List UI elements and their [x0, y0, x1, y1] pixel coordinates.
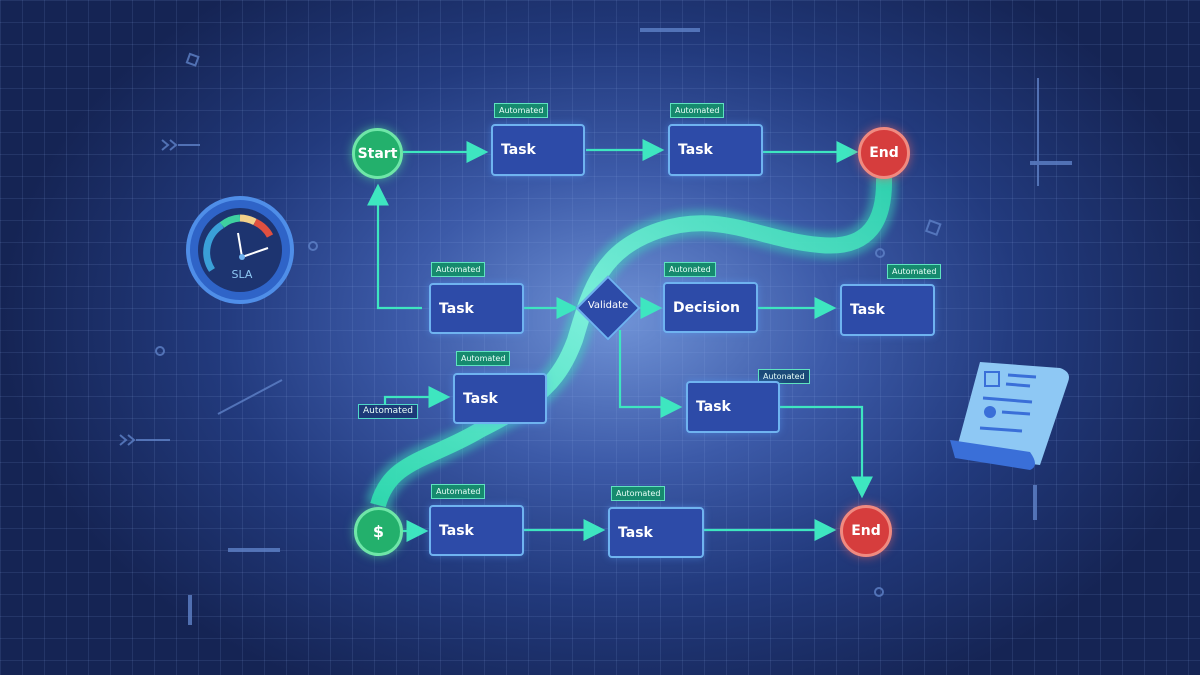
automated-tag: Automated — [494, 103, 549, 118]
decorations — [119, 28, 1072, 625]
task-node[interactable]: Task — [668, 124, 763, 176]
automated-tag: Automated — [431, 262, 486, 277]
task-node[interactable]: Task — [453, 373, 547, 424]
automated-tag: Automated — [670, 103, 725, 118]
end-node-bottom[interactable]: End — [840, 505, 892, 557]
automated-tag: Autonated — [758, 369, 810, 384]
task-node[interactable]: Task — [608, 507, 704, 558]
decision-node[interactable]: Decision — [663, 282, 758, 333]
automated-input-tag: Automated — [358, 404, 418, 419]
automated-tag: Autonated — [664, 262, 716, 277]
arrow — [780, 405, 873, 499]
task-node[interactable]: Task — [491, 124, 585, 176]
sla-label: SLA — [231, 268, 253, 281]
start-node[interactable]: Start — [352, 128, 403, 179]
task-node[interactable]: Task — [429, 505, 524, 556]
payment-start-node[interactable]: $ — [354, 507, 403, 556]
automated-tag: Automated — [456, 351, 511, 366]
end-node-top[interactable]: End — [858, 127, 910, 179]
arrow — [383, 386, 451, 408]
task-node[interactable]: Task — [686, 381, 780, 433]
automated-tag: Automated — [611, 486, 666, 501]
arrow — [367, 183, 422, 310]
data-ribbon — [365, 177, 898, 510]
sla-gauge-icon — [186, 196, 294, 304]
automated-tag: Automated — [431, 484, 486, 499]
arrow — [618, 330, 683, 418]
document-scroll-icon — [950, 362, 1069, 470]
task-node[interactable]: Task — [429, 283, 524, 334]
validate-label: Validate — [587, 300, 629, 311]
automated-tag: Automated — [887, 264, 942, 279]
task-node[interactable]: Task — [840, 284, 935, 336]
